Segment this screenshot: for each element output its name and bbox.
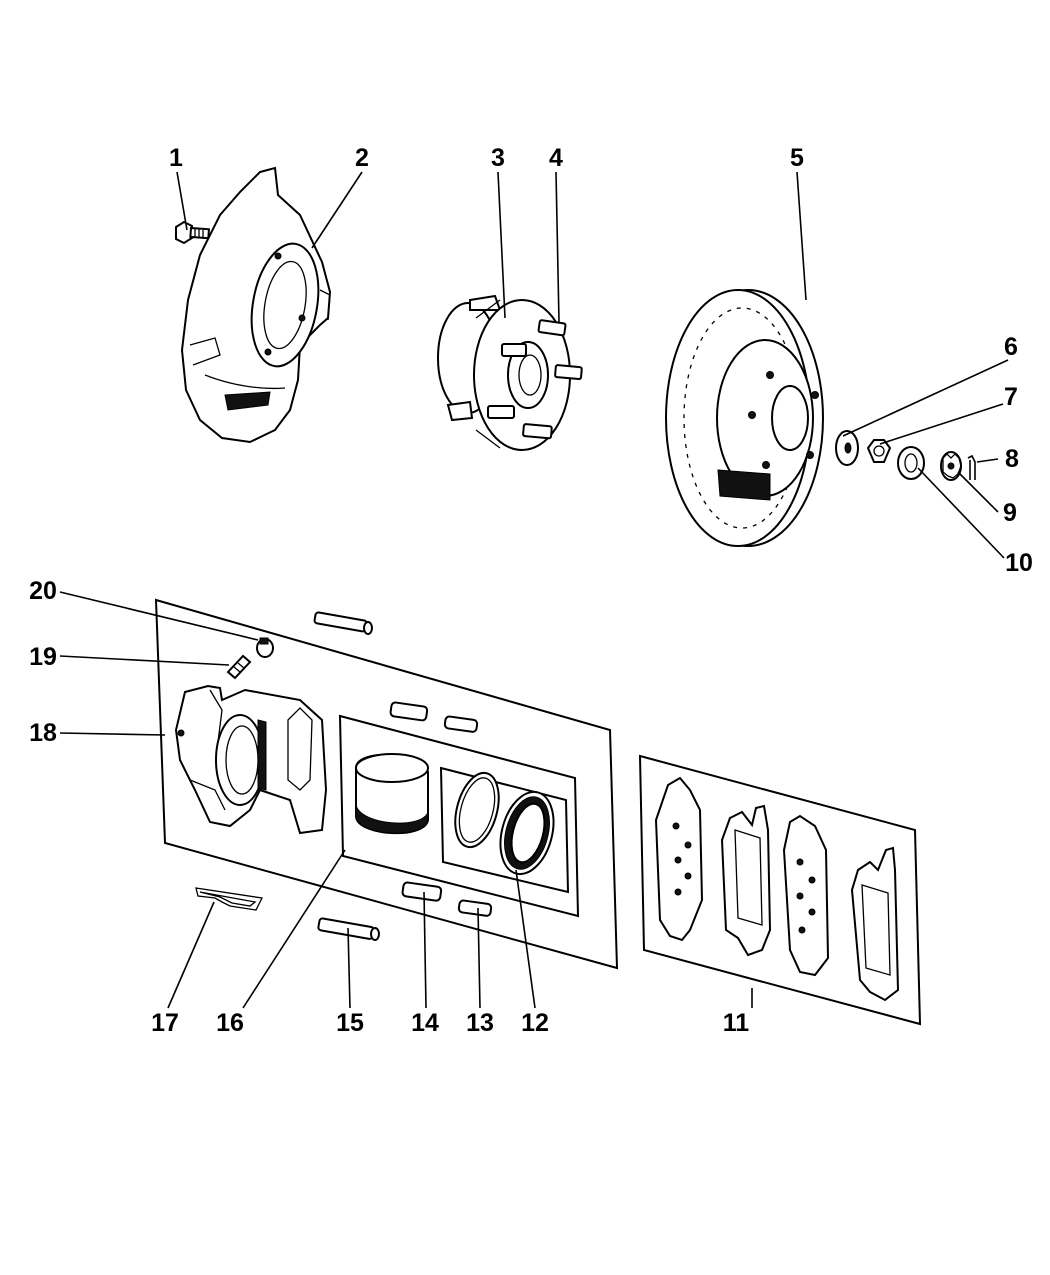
part-14-bushing <box>401 881 443 902</box>
callout-16: 16 <box>216 1009 244 1037</box>
part-6-washer <box>835 430 859 466</box>
part-11-brake-pads <box>654 776 900 1002</box>
part-16-piston-kit-frame <box>338 714 580 918</box>
callout-10: 10 <box>1005 549 1033 577</box>
part-17-anti-rattle-clip <box>195 887 263 911</box>
callout-15: 15 <box>336 1009 364 1037</box>
callout-11: 11 <box>723 1009 750 1037</box>
part-1-bolt <box>175 220 211 245</box>
callout-12: 12 <box>521 1009 549 1037</box>
part-12-dust-boot <box>499 790 555 876</box>
part-16-piston <box>355 753 429 835</box>
callout-2: 2 <box>355 144 369 172</box>
callout-7: 7 <box>1004 383 1018 411</box>
callout-5: 5 <box>790 144 804 172</box>
part-19-bleeder-screw <box>226 654 252 680</box>
leader-lines <box>59 171 1009 1009</box>
part-20-bleeder-cap <box>256 637 274 658</box>
callout-6: 6 <box>1004 333 1018 361</box>
callout-20: 20 <box>29 577 57 605</box>
part-8-cotter-pin <box>967 454 976 480</box>
part-5-brake-rotor <box>665 289 824 547</box>
callout-9: 9 <box>1003 499 1017 527</box>
callout-18: 18 <box>29 719 57 747</box>
callout-4: 4 <box>549 144 563 172</box>
part-7-hub-nut <box>866 439 892 463</box>
part-2-dust-shield <box>180 166 332 444</box>
callout-19: 19 <box>29 643 57 671</box>
callout-14: 14 <box>411 1009 439 1037</box>
callout-17: 17 <box>151 1009 179 1037</box>
guide-pin-upper <box>313 611 373 635</box>
callout-8: 8 <box>1005 445 1019 473</box>
part-12-piston-seal <box>454 771 500 849</box>
callout-3: 3 <box>491 144 505 172</box>
part-10-spring-washer <box>897 446 925 480</box>
part-13-sleeve <box>457 899 493 917</box>
part-12-seal-kit-frame <box>439 766 570 894</box>
callout-13: 13 <box>466 1009 494 1037</box>
part-4-wheel-studs <box>487 319 583 440</box>
bushing-upper-pair <box>389 701 479 733</box>
part-15-guide-pin <box>317 917 380 941</box>
caliper-kit-frame <box>154 598 619 970</box>
part-18-caliper-housing <box>174 684 328 835</box>
part-9-nut-retainer <box>940 451 962 481</box>
callout-labels: 1 2 3 4 5 6 7 8 9 10 11 12 13 14 15 16 1… <box>29 144 1033 1037</box>
callout-1: 1 <box>169 144 183 172</box>
part-11-pads-frame <box>638 754 922 1026</box>
